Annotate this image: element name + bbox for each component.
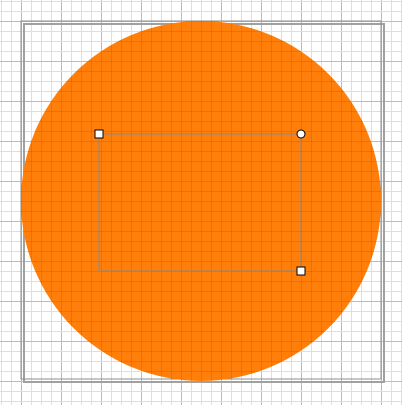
orange-circle-shape[interactable] xyxy=(21,21,381,381)
rotate-handle-top-right[interactable] xyxy=(296,129,306,139)
resize-handle-bottom-right[interactable] xyxy=(296,266,306,276)
resize-handle-top-left[interactable] xyxy=(94,129,104,139)
selection-box xyxy=(98,133,302,272)
